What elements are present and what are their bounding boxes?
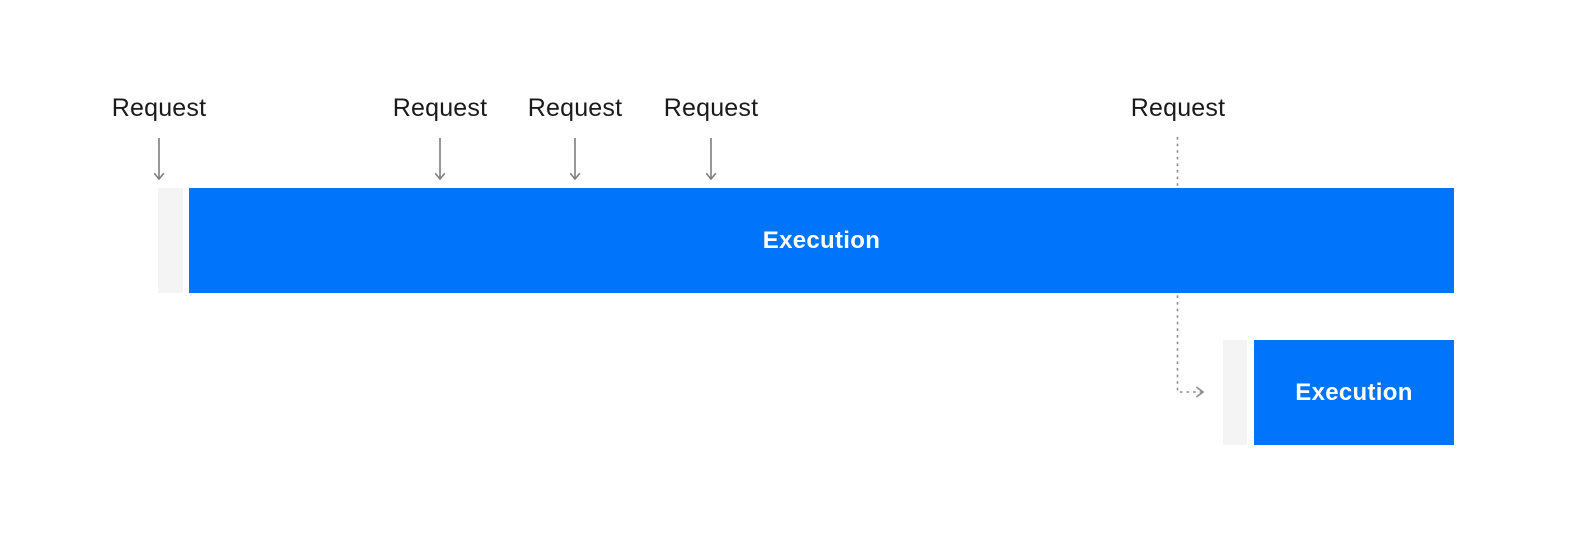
request-label: Request (663, 94, 759, 122)
pre-execution-bar-1 (158, 188, 183, 293)
request-group-2: Request (360, 93, 520, 183)
execution-label: Execution (1295, 378, 1413, 406)
request-group-3: Request (495, 93, 655, 183)
request-label: Request (527, 94, 623, 122)
execution-bar-1: Execution (189, 188, 1454, 293)
pre-execution-bar-2 (1223, 340, 1247, 445)
down-arrow-icon (434, 138, 446, 181)
request-group-4: Request (631, 93, 791, 183)
request-group-5: Request (1098, 93, 1258, 123)
down-arrow-icon (705, 138, 717, 181)
down-arrow-icon (153, 138, 165, 181)
request-label: Request (111, 94, 207, 122)
request-label: Request (392, 94, 488, 122)
execution-label: Execution (762, 226, 881, 254)
execution-bar-2: Execution (1254, 340, 1454, 445)
dashed-elbow-arrow-icon (1176, 137, 1205, 398)
request-group-1: Request (79, 93, 239, 183)
down-arrow-icon (569, 138, 581, 181)
request-label: Request (1130, 94, 1226, 122)
